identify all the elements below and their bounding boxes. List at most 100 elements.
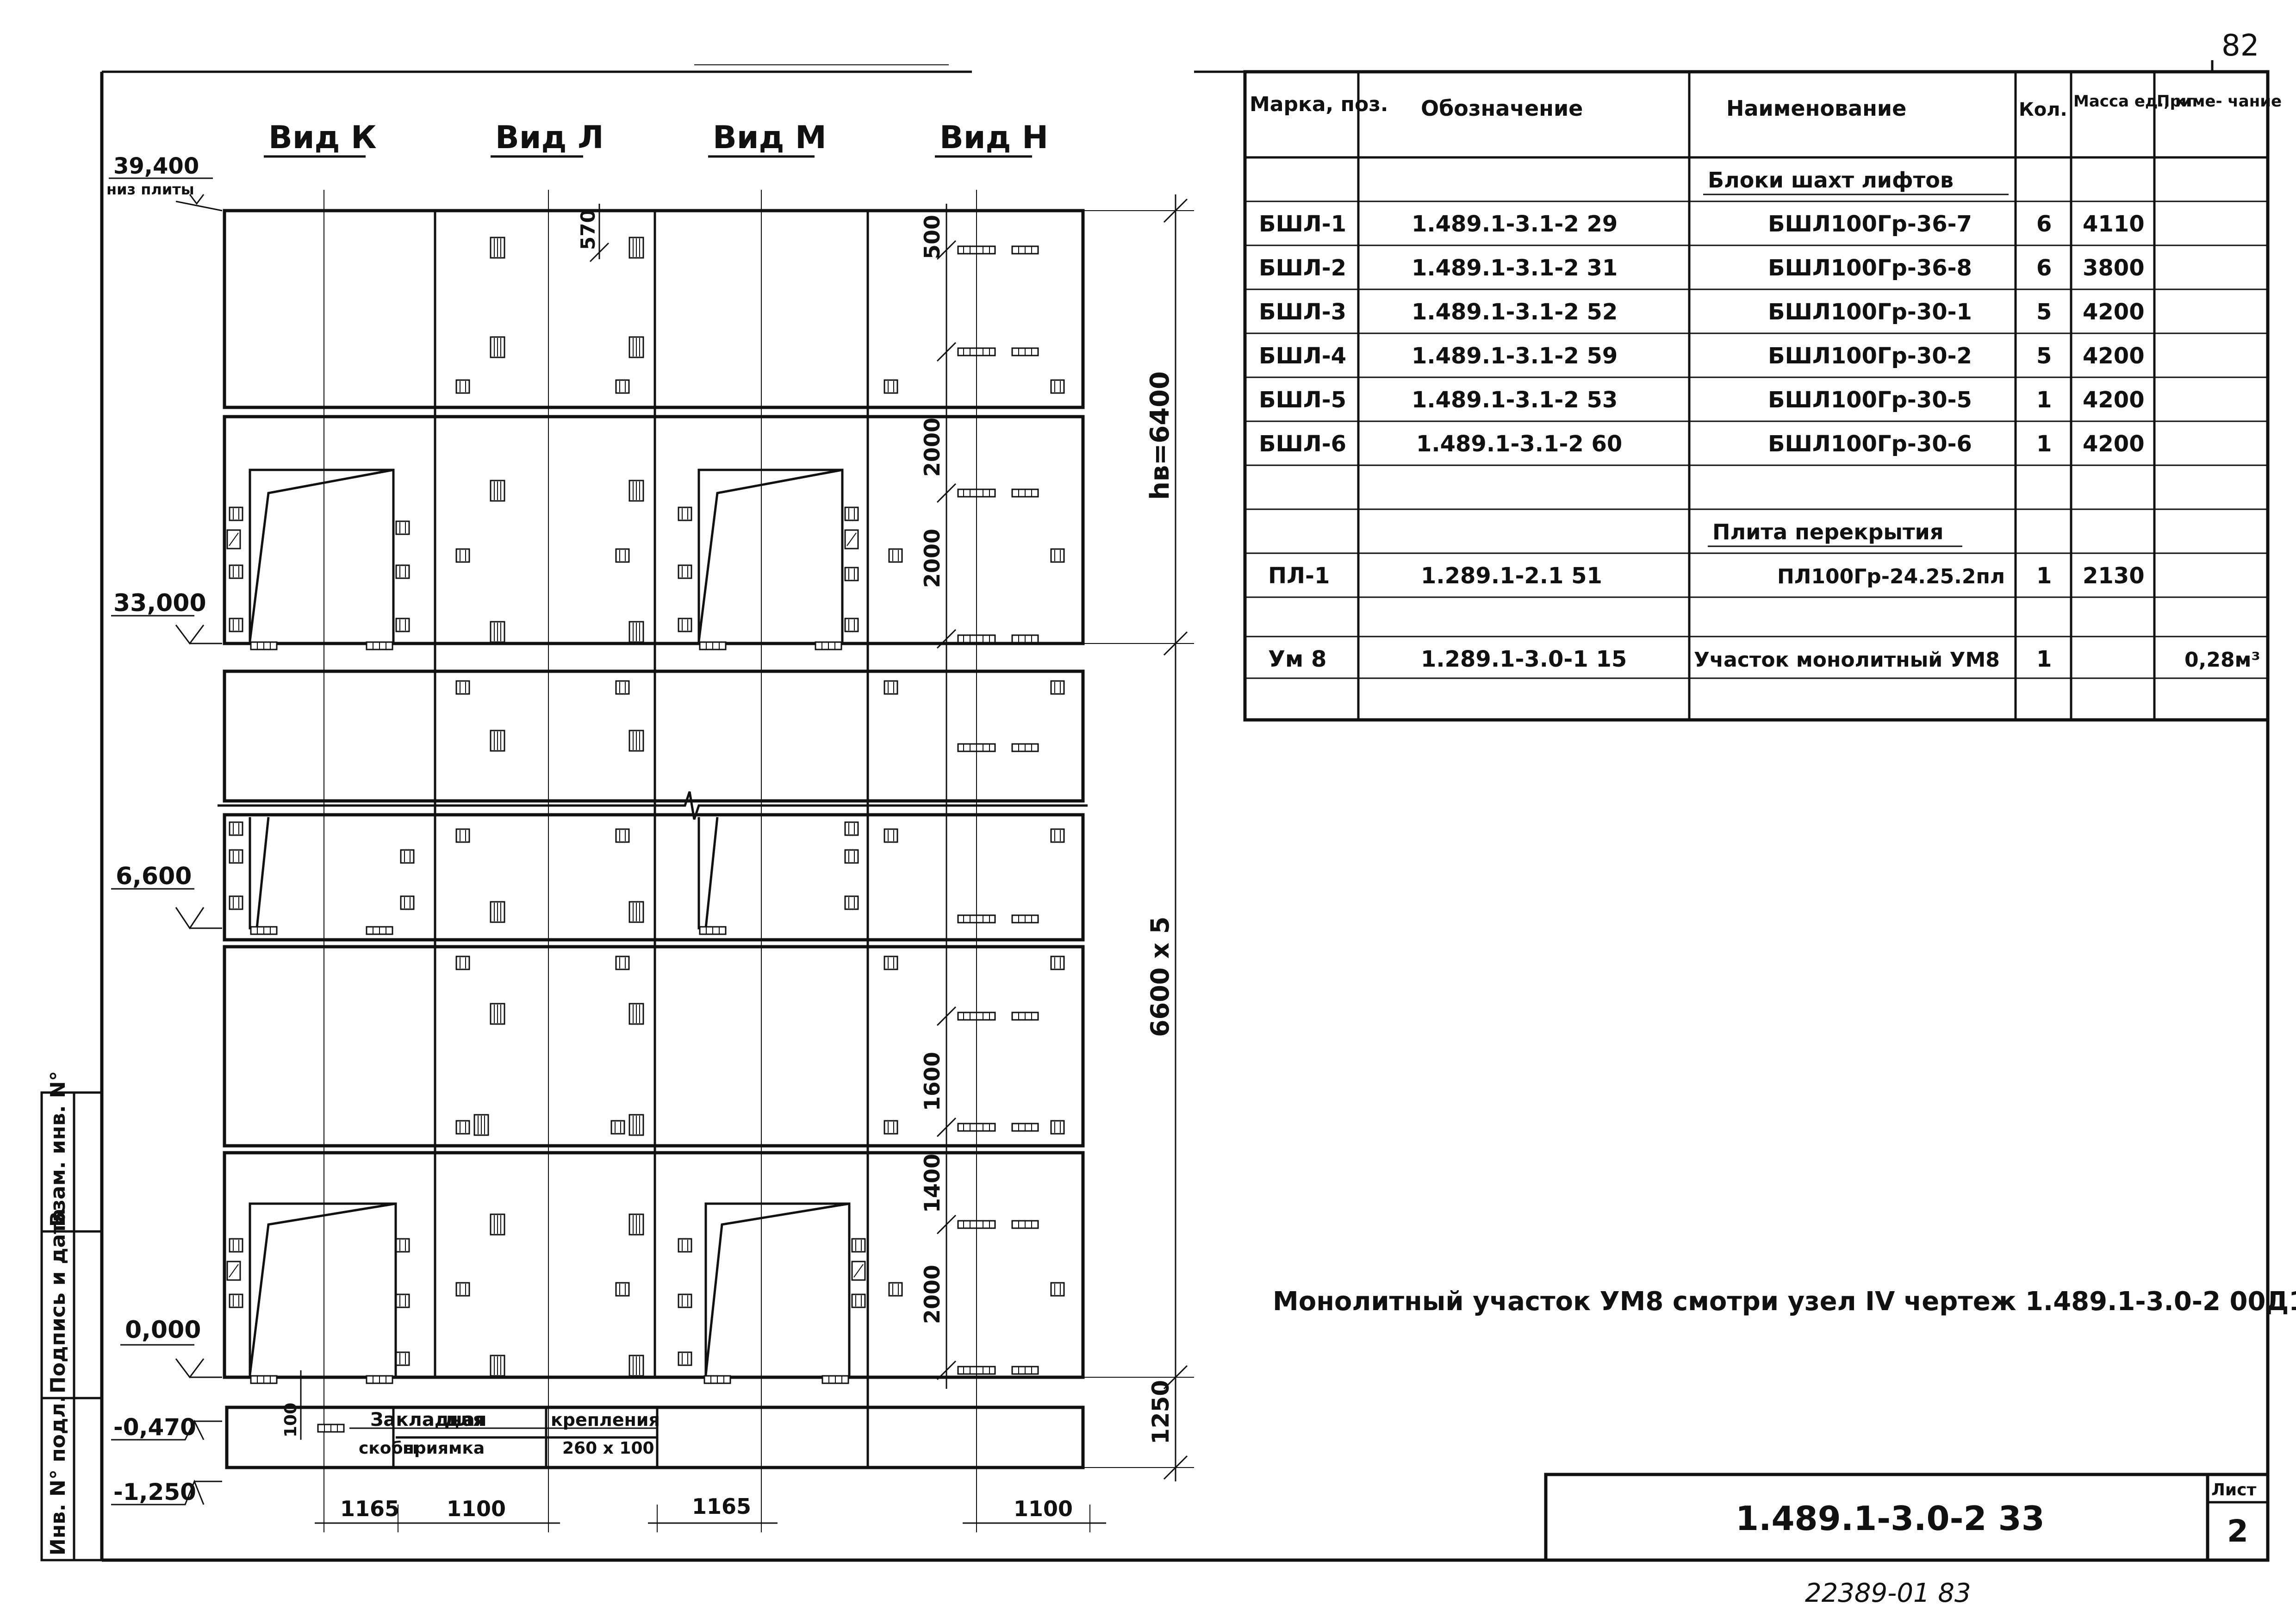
cell-name: ПЛ100Гр-24.25.2пл bbox=[1777, 565, 2005, 588]
cell-qty: 1 bbox=[2036, 646, 2052, 672]
dim-2000-a: 2000 bbox=[920, 418, 945, 477]
cell-qty: 1 bbox=[2036, 563, 2052, 589]
cell-mark: БШЛ-5 bbox=[1259, 387, 1346, 413]
view-title-l: Вид Л bbox=[495, 119, 604, 156]
section-lift-blocks: Блоки шахт лифтов bbox=[1708, 168, 1954, 193]
side-stamp: Инв. N° подл. Подпись и дата Взам. инв. … bbox=[40, 1071, 103, 1562]
cell-designation: 1.489.1-3.1-2 29 bbox=[1412, 211, 1618, 237]
pit-note-c2r1: для bbox=[444, 1409, 485, 1430]
drawing-code: 1.489.1-3.0-2 33 bbox=[1736, 1499, 2045, 1538]
dim-500: 500 bbox=[920, 215, 945, 259]
cell-name: БШЛ100Гр-30-2 bbox=[1768, 343, 1972, 369]
pit-note-c3r1: крепления bbox=[551, 1410, 660, 1430]
pit-note-c3r2: 260 x 100 bbox=[562, 1439, 654, 1458]
dim-6600x5: 6600 x 5 bbox=[1145, 917, 1175, 1037]
col-header-qty: Кол. bbox=[2019, 99, 2067, 120]
cell-mass: 4200 bbox=[2083, 387, 2145, 413]
table-row: БШЛ-4 1.489.1-3.1-2 59 БШЛ100Гр-30-2 5 4… bbox=[1259, 343, 2145, 369]
cell-mass: 3800 bbox=[2083, 255, 2145, 281]
level-33000: 33,000 bbox=[113, 589, 206, 617]
view-title-k: Вид К bbox=[268, 119, 377, 156]
cell-name: БШЛ100Гр-30-5 bbox=[1768, 387, 1972, 413]
cell-qty: 5 bbox=[2036, 343, 2052, 369]
cell-name: БШЛ100Гр-36-8 bbox=[1768, 255, 1972, 281]
cell-qty: 1 bbox=[2036, 431, 2052, 457]
axis-lines bbox=[324, 190, 977, 1528]
table-row: БШЛ-2 1.489.1-3.1-2 31 БШЛ100Гр-36-8 6 3… bbox=[1259, 255, 2145, 281]
cell-name: БШЛ100Гр-30-1 bbox=[1768, 299, 1972, 325]
cell-mass: 4200 bbox=[2083, 343, 2145, 369]
bottom-dimensions: 1165 1100 1165 1100 bbox=[315, 1468, 1106, 1532]
table-row: БШЛ-1 1.489.1-3.1-2 29 БШЛ100Гр-36-7 6 4… bbox=[1259, 211, 2145, 237]
cell-mass: 4200 bbox=[2083, 299, 2145, 325]
level-m1250: -1,250 bbox=[113, 1479, 196, 1505]
view-n-dimensions: 500 2000 2000 1600 1400 2000 570 100 bbox=[281, 204, 957, 1440]
cell-name: БШЛ100Гр-30-6 bbox=[1768, 431, 1972, 457]
cell-designation: 1.489.1-3.1-2 53 bbox=[1412, 387, 1618, 413]
sheet-frame bbox=[100, 60, 2270, 1562]
dim-1600: 1600 bbox=[920, 1052, 945, 1111]
cell-mark: БШЛ-1 bbox=[1259, 211, 1346, 237]
dim-100: 100 bbox=[281, 1403, 300, 1437]
sheet-number-top: 82 bbox=[2221, 29, 2259, 63]
dim-1100-b: 1100 bbox=[1014, 1496, 1073, 1521]
cell-mark: БШЛ-6 bbox=[1259, 431, 1346, 457]
cell-designation: 1.289.1-2.1 51 bbox=[1421, 563, 1602, 589]
level-39400: 39,400 bbox=[113, 153, 199, 179]
col-header-mass: Масса ед., кг bbox=[2073, 92, 2194, 111]
cell-mass: 4200 bbox=[2083, 431, 2145, 457]
col-header-name: Наименование bbox=[1726, 96, 1906, 121]
cell-mass: 4110 bbox=[2083, 211, 2145, 237]
cell-qty: 5 bbox=[2036, 299, 2052, 325]
table-row: БШЛ-6 1.489.1-3.1-2 60 БШЛ100Гр-30-6 1 4… bbox=[1259, 431, 2145, 457]
section-floor-slab: Плита перекрытия bbox=[1712, 519, 1943, 544]
view-title-m: Вид М bbox=[713, 119, 827, 156]
col-header-note: Приме- чание bbox=[2157, 92, 2282, 111]
right-dimension-chain: hв=6400 6600 x 5 1250 bbox=[1083, 194, 1194, 1481]
cell-qty: 6 bbox=[2036, 255, 2052, 281]
sheet-value: 2 bbox=[2227, 1513, 2248, 1549]
cell-mark: БШЛ-4 bbox=[1259, 343, 1346, 369]
pit-note-c1r2: скобы bbox=[359, 1439, 418, 1458]
stamp-sign-label: Подпись и дата bbox=[46, 1208, 70, 1393]
cell-name: Участок монолитный УМ8 bbox=[1694, 648, 2000, 672]
dim-570: 570 bbox=[577, 209, 599, 250]
table-row: БШЛ-5 1.489.1-3.1-2 53 БШЛ100Гр-30-5 1 4… bbox=[1259, 387, 2145, 413]
cell-mass: 2130 bbox=[2083, 563, 2145, 589]
sheet-label: Лист bbox=[2211, 1480, 2256, 1499]
dim-1250: 1250 bbox=[1147, 1380, 1174, 1444]
cell-designation: 1.489.1-3.1-2 31 bbox=[1412, 255, 1618, 281]
cell-qty: 6 bbox=[2036, 211, 2052, 237]
cell-mark: БШЛ-2 bbox=[1259, 255, 1346, 281]
view-title-n: Вид Н bbox=[940, 119, 1048, 156]
title-block: 1.489.1-3.0-2 33 Лист 2 bbox=[1544, 1473, 2270, 1562]
cell-qty: 1 bbox=[2036, 387, 2052, 413]
dim-1400: 1400 bbox=[920, 1154, 945, 1213]
cell-designation: 1.489.1-3.1-2 52 bbox=[1412, 299, 1618, 325]
cell-designation: 1.489.1-3.1-2 60 bbox=[1416, 431, 1622, 457]
pit-note: Закладная скобы для приямка крепления 26… bbox=[349, 1409, 660, 1458]
dim-1165-b: 1165 bbox=[692, 1494, 751, 1519]
cell-mark: ПЛ-1 bbox=[1268, 563, 1330, 589]
level-m0470: -0,470 bbox=[113, 1414, 196, 1441]
dim-2000-b: 2000 bbox=[920, 529, 945, 588]
table-row: БШЛ-3 1.489.1-3.1-2 52 БШЛ100Гр-30-1 5 4… bbox=[1259, 299, 2145, 325]
dim-hv-6400: hв=6400 bbox=[1145, 371, 1175, 500]
cell-mark: Ум 8 bbox=[1268, 646, 1326, 672]
level-6600: 6,600 bbox=[116, 862, 192, 890]
pit-note-c2r2: приямка bbox=[403, 1439, 485, 1458]
cell-name: БШЛ100Гр-36-7 bbox=[1768, 211, 1972, 237]
table-row: ПЛ-1 1.289.1-2.1 51 ПЛ100Гр-24.25.2пл 1 … bbox=[1268, 563, 2145, 589]
cell-designation: 1.289.1-3.0-1 15 bbox=[1421, 646, 1627, 672]
door-openings bbox=[249, 468, 851, 1379]
elevation-panels bbox=[218, 209, 1088, 1469]
general-note: Монолитный участок УМ8 смотри узел IV че… bbox=[1273, 1287, 2296, 1317]
level-marks: 39,400 низ плиты 33,000 6,600 0,000 -0,4… bbox=[106, 153, 223, 1505]
stamp-inv-label: Инв. N° подл. bbox=[46, 1395, 70, 1555]
view-titles: Вид К Вид Л Вид М Вид Н bbox=[264, 119, 1048, 158]
col-header-designation: Обозначение bbox=[1421, 96, 1583, 121]
col-header-mark: Марка, поз. bbox=[1250, 93, 1388, 116]
level-0000: 0,000 bbox=[125, 1316, 201, 1344]
dim-1100-a: 1100 bbox=[447, 1496, 506, 1521]
